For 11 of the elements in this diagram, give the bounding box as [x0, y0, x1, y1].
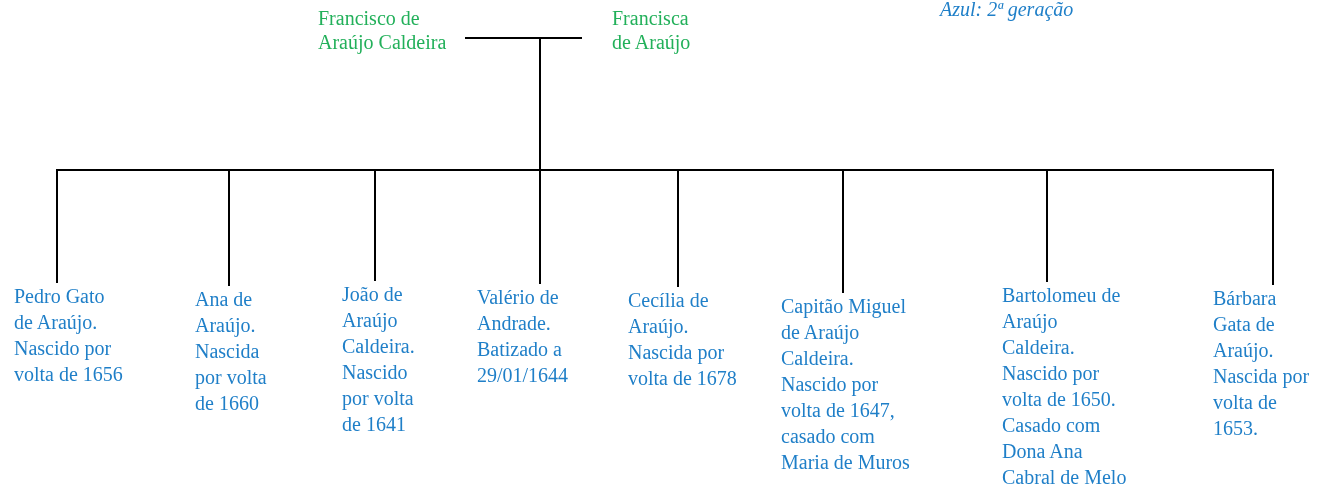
- child-name: Bárbara Gata de Araújo. Nascida por volta de 1653.: [1213, 285, 1315, 441]
- parent-name: Francisca de Araújo: [582, 6, 704, 54]
- child-name: Valério de Andrade. Batizado a 29/01/1644: [477, 284, 574, 388]
- parent-name: Francisco de Araújo Caldeira: [318, 6, 465, 54]
- child-name: Ana de Araújo. Nascida por volta de 1660: [195, 286, 277, 416]
- child-name: Capitão Miguel de Araújo Caldeira. Nascido por volta de 1647, casado com Maria de Muros: [781, 293, 913, 475]
- child-name: João de Araújo Caldeira. Nascido por volta de 1641: [342, 281, 430, 437]
- child-name: Cecília de Araújo. Nascida por volta de 1678: [628, 287, 742, 391]
- child-name: Bartolomeu de Araújo Caldeira. Nascido por volta de 1650. Casado com Dona Ana Cabral de Melo: [1002, 282, 1130, 490]
- child-name: Pedro Gato de Araújo. Nascido por volta de 1656: [14, 283, 126, 387]
- legend-note: Azul: 2ª geração: [940, 0, 1074, 21]
